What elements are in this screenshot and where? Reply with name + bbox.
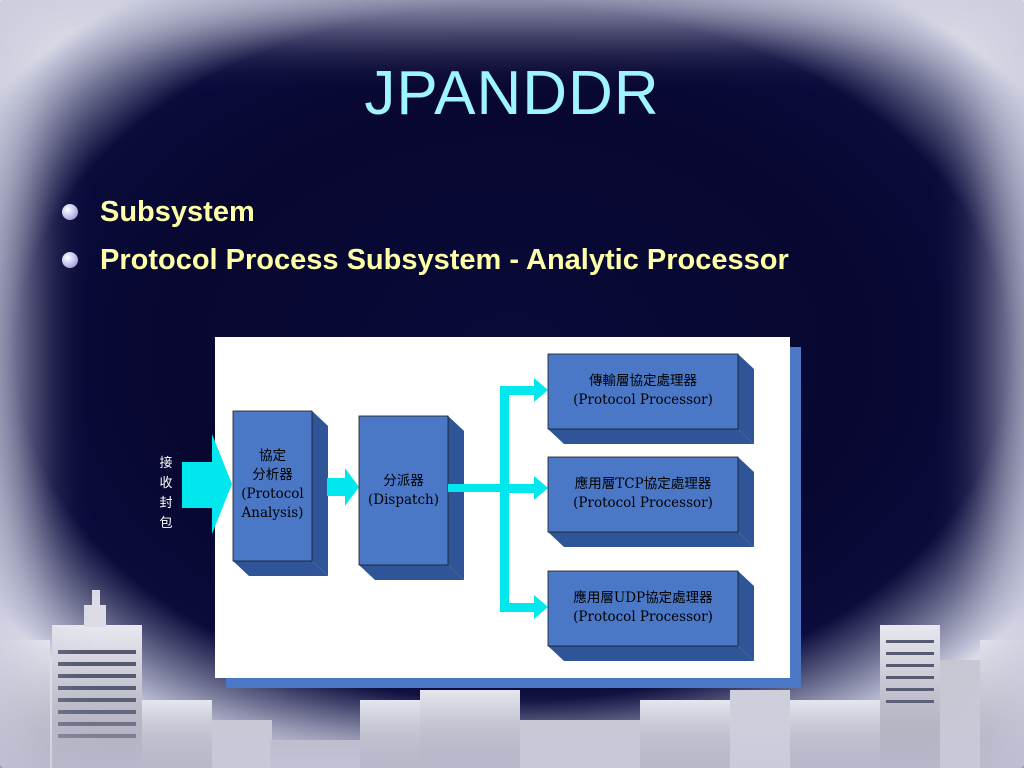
processor-box-tcp bbox=[547, 456, 754, 547]
processor-box-transport bbox=[547, 353, 754, 444]
protocol-analysis-line: 分析器 bbox=[252, 467, 293, 483]
processor-name: 傳輸層協定處理器 bbox=[589, 373, 697, 389]
branch-connector bbox=[448, 378, 548, 619]
input-packet-label: 接 收 封 包 bbox=[156, 454, 176, 534]
bullet-list: Subsystem Protocol Process Subsystem - A… bbox=[62, 188, 789, 284]
processor-label-tcp: 應用層TCP協定處理器 (Protocol Processor) bbox=[548, 475, 738, 513]
bullet-dot-icon bbox=[62, 252, 78, 268]
dispatch-line: (Dispatch) bbox=[368, 492, 439, 508]
processor-subtitle: (Protocol Processor) bbox=[573, 392, 713, 408]
slide-title: JPANDDR bbox=[364, 59, 660, 128]
processor-subtitle: (Protocol Processor) bbox=[573, 609, 713, 625]
processor-label-transport: 傳輸層協定處理器 (Protocol Processor) bbox=[548, 372, 738, 410]
input-label-char: 收 bbox=[159, 476, 173, 491]
processor-box-udp bbox=[547, 570, 754, 661]
bullet-text: Subsystem bbox=[100, 195, 255, 228]
input-label-char: 包 bbox=[159, 516, 173, 531]
processor-subtitle: (Protocol Processor) bbox=[573, 495, 713, 511]
input-arrow bbox=[182, 434, 232, 534]
protocol-analysis-line: Analysis) bbox=[241, 505, 304, 521]
protocol-analysis-box bbox=[232, 410, 328, 576]
processor-label-udp: 應用層UDP協定處理器 (Protocol Processor) bbox=[548, 589, 738, 627]
bullet-text: Protocol Process Subsystem - Analytic Pr… bbox=[100, 243, 789, 276]
protocol-analysis-line: (Protocol bbox=[241, 486, 304, 502]
input-label-char: 封 bbox=[159, 496, 173, 511]
analysis-to-dispatch-arrow bbox=[327, 468, 359, 506]
processor-name: 應用層TCP協定處理器 bbox=[574, 476, 712, 492]
protocol-analysis-line: 協定 bbox=[259, 448, 286, 464]
dispatch-box bbox=[358, 415, 464, 580]
dispatch-line: 分派器 bbox=[383, 473, 424, 489]
dispatch-label: 分派器 (Dispatch) bbox=[359, 472, 448, 510]
bullet-item: Subsystem bbox=[62, 188, 789, 236]
processor-name: 應用層UDP協定處理器 bbox=[573, 590, 713, 606]
bullet-item: Protocol Process Subsystem - Analytic Pr… bbox=[62, 236, 789, 284]
input-label-char: 接 bbox=[159, 456, 173, 471]
protocol-analysis-label: 協定 分析器 (Protocol Analysis) bbox=[233, 447, 312, 523]
bullet-dot-icon bbox=[62, 204, 78, 220]
